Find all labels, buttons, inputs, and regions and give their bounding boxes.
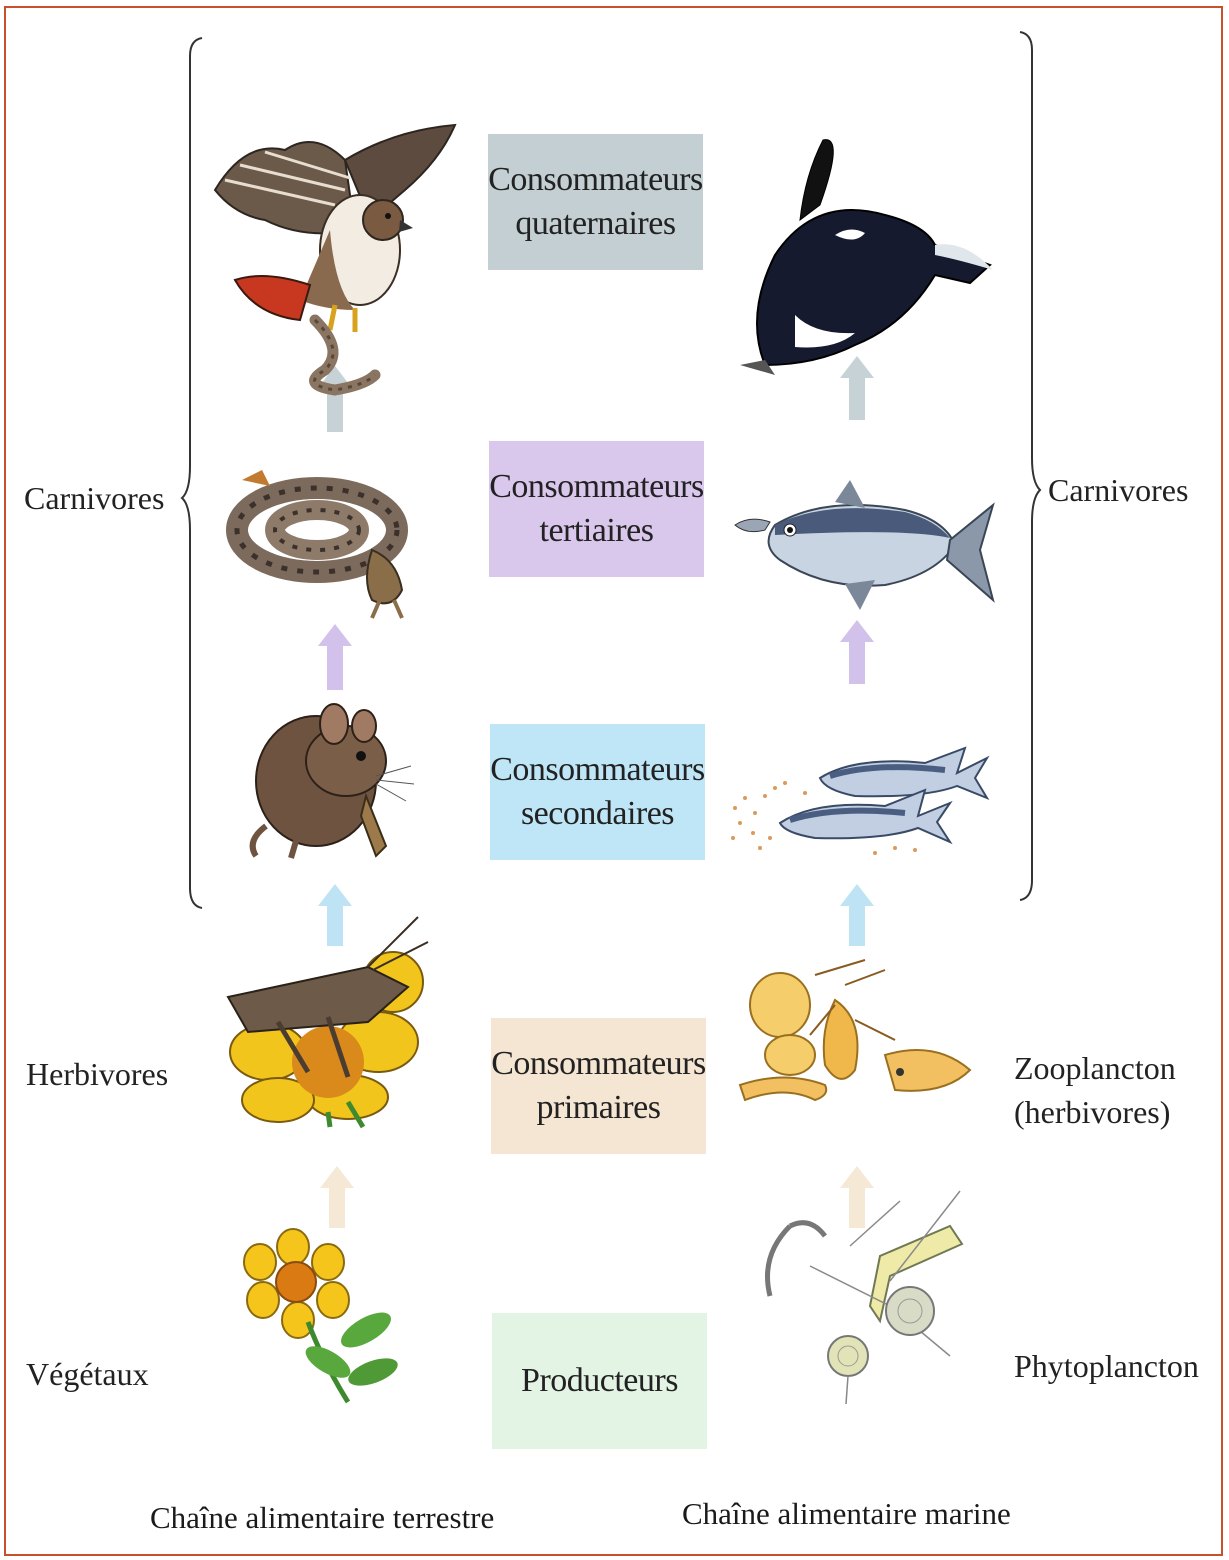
arrow-up-icon xyxy=(318,624,352,690)
zooplankton-icon xyxy=(735,960,975,1125)
right-label-zooplancton: Zooplancton xyxy=(1014,1048,1176,1088)
right-label-phytoplancton: Phytoplancton xyxy=(1014,1346,1199,1386)
left-label-vegetaux: Végétaux xyxy=(26,1354,149,1394)
arrow-up-icon xyxy=(840,884,874,946)
grasshopper-icon xyxy=(218,912,428,1127)
caption-terrestrial: Chaîne alimentaire terrestre xyxy=(150,1500,494,1536)
flower-icon xyxy=(248,1232,403,1404)
herring-icon xyxy=(725,718,1000,860)
orca-icon xyxy=(735,135,995,375)
left-label-carnivores: Carnivores xyxy=(24,478,164,518)
arrow-up-icon xyxy=(320,1166,354,1228)
right-label-herbivores-note: (herbivores) xyxy=(1014,1092,1170,1132)
tuna-icon xyxy=(735,480,995,620)
left-label-herbivores: Herbivores xyxy=(26,1054,168,1094)
phytoplankton-icon xyxy=(750,1186,975,1406)
level-box-producers: Producteurs xyxy=(492,1313,707,1449)
snake-icon xyxy=(222,470,422,620)
right-brace xyxy=(1016,30,1046,902)
caption-marine: Chaîne alimentaire marine xyxy=(682,1496,1011,1532)
arrow-up-icon xyxy=(840,620,874,684)
mouse-icon xyxy=(236,696,416,861)
right-label-carnivores: Carnivores xyxy=(1048,470,1188,510)
hawk-icon xyxy=(205,120,465,390)
